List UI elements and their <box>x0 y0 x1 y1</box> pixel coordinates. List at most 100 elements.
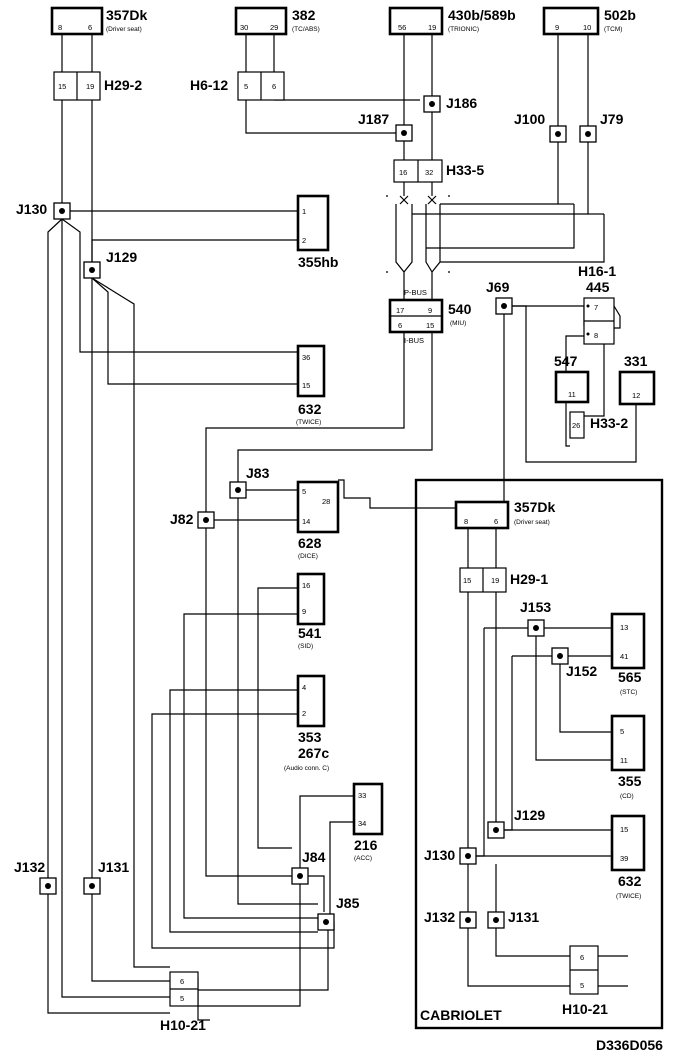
junction-cab-j153: J153 <box>520 599 551 637</box>
component-502b: 9 10 502b (TCM) <box>542 6 636 36</box>
svg-text:(CD): (CD) <box>620 793 634 800</box>
svg-text:15: 15 <box>426 321 434 330</box>
svg-text:H10-21: H10-21 <box>562 1001 608 1017</box>
svg-text:6: 6 <box>180 977 184 986</box>
svg-text:565: 565 <box>618 669 642 685</box>
svg-text:(Audio conn. C): (Audio conn. C) <box>284 765 329 772</box>
cabriolet-frame <box>414 478 664 1030</box>
component-565: 13 41 565 (STC) <box>610 612 646 696</box>
component-445: 7 8 445 <box>583 279 615 345</box>
junction-j69: J69 <box>486 279 513 315</box>
svg-text:J82: J82 <box>170 511 194 527</box>
svg-text:445: 445 <box>586 279 610 295</box>
connector-h33-2: 26 H33-2 <box>569 411 628 439</box>
component-541: 16 9 541 (SID) <box>296 572 326 650</box>
svg-text:H6-12: H6-12 <box>190 77 228 93</box>
svg-text:6: 6 <box>398 321 402 330</box>
svg-text:547: 547 <box>554 353 578 369</box>
junction-j85: J85 <box>317 895 360 931</box>
svg-text:33: 33 <box>358 791 366 800</box>
svg-text:(TC/ABS): (TC/ABS) <box>292 26 320 33</box>
svg-text:6: 6 <box>580 953 584 962</box>
connector-h33-5: 16 32 H33-5 <box>393 159 484 183</box>
svg-text:J153: J153 <box>520 599 551 615</box>
svg-text:632: 632 <box>298 401 322 417</box>
svg-text:632: 632 <box>618 873 642 889</box>
svg-text:2: 2 <box>302 236 306 245</box>
svg-text:355: 355 <box>618 773 642 789</box>
svg-text:J84: J84 <box>302 849 326 865</box>
svg-text:5: 5 <box>580 981 584 990</box>
junction-j130: J130 <box>16 201 71 220</box>
junction-j79: J79 <box>579 111 624 143</box>
svg-text:19: 19 <box>86 82 94 91</box>
svg-text:(TRIONIC): (TRIONIC) <box>448 26 479 33</box>
svg-text:36: 36 <box>302 353 310 362</box>
junction-cab-j131: J131 <box>487 909 539 929</box>
svg-text:6: 6 <box>88 23 92 32</box>
svg-text:9: 9 <box>428 306 432 315</box>
svg-text:32: 32 <box>425 168 433 177</box>
svg-text:5: 5 <box>244 82 248 91</box>
svg-text:J129: J129 <box>106 249 137 265</box>
svg-text:19: 19 <box>491 576 499 585</box>
svg-text:J186: J186 <box>446 95 477 111</box>
svg-text:357Dk: 357Dk <box>106 7 147 23</box>
svg-text:H33-5: H33-5 <box>446 162 484 178</box>
svg-text:H16-1: H16-1 <box>578 263 616 279</box>
svg-text:J69: J69 <box>486 279 510 295</box>
junction-cab-j132: J132 <box>424 909 477 929</box>
svg-text:19: 19 <box>428 23 436 32</box>
svg-text:28: 28 <box>322 497 330 506</box>
junction-j84: J84 <box>291 849 326 885</box>
svg-text:J132: J132 <box>14 859 45 875</box>
component-547: 11 547 <box>554 353 590 404</box>
junction-cab-j152: J152 <box>551 647 597 679</box>
svg-text:26: 26 <box>572 421 580 430</box>
svg-text:10: 10 <box>583 23 591 32</box>
junction-j100: J100 <box>514 111 567 143</box>
svg-text:J132: J132 <box>424 909 455 925</box>
svg-text:502b: 502b <box>604 7 636 23</box>
component-cab-357dk: 8 6 357Dk (Driver seat) <box>454 499 555 530</box>
component-430b-589b: 56 19 430b/589b (TRIONIC) <box>388 6 516 36</box>
junction-cab-j129: J129 <box>487 807 545 839</box>
svg-text:(ACC): (ACC) <box>354 855 372 862</box>
svg-text:P-BUS: P-BUS <box>404 288 427 297</box>
junction-j129: J129 <box>83 249 137 279</box>
component-628: 5 14 28 628 (DICE) <box>296 480 340 560</box>
svg-text:12: 12 <box>632 391 640 400</box>
svg-text:29: 29 <box>270 23 278 32</box>
wires-main <box>47 34 637 1021</box>
svg-text:11: 11 <box>620 756 628 765</box>
component-540: 17 9 6 15 540 (MIU) P-BUS I-BUS <box>388 288 472 345</box>
svg-text:216: 216 <box>354 837 378 853</box>
svg-text:11: 11 <box>568 390 576 399</box>
svg-text:(Driver seat): (Driver seat) <box>514 519 550 526</box>
diagram-id: D336D056 <box>596 1037 663 1053</box>
svg-text:(MIU): (MIU) <box>450 320 466 327</box>
svg-text:1: 1 <box>302 207 306 216</box>
connector-h10-21: 6 5 H10-21 <box>160 971 206 1033</box>
svg-text:(DICE): (DICE) <box>298 553 318 560</box>
svg-text:34: 34 <box>358 819 366 828</box>
svg-text:(SID): (SID) <box>298 643 313 650</box>
svg-text:J131: J131 <box>98 859 129 875</box>
svg-text:357Dk: 357Dk <box>514 499 555 515</box>
connector-h29-2: 15 19 H29-2 <box>53 71 142 101</box>
svg-text:(TWICE): (TWICE) <box>616 893 641 900</box>
svg-text:15: 15 <box>620 825 628 834</box>
svg-text:J152: J152 <box>566 663 597 679</box>
svg-text:5: 5 <box>620 727 624 736</box>
svg-text:39: 39 <box>620 854 628 863</box>
svg-text:56: 56 <box>398 23 406 32</box>
junction-j186: J186 <box>423 95 477 113</box>
svg-text:541: 541 <box>298 625 322 641</box>
svg-text:5: 5 <box>302 487 306 496</box>
svg-text:8: 8 <box>594 331 598 340</box>
connector-h6-12: 5 6 H6-12 <box>190 71 285 101</box>
svg-text:17: 17 <box>396 306 404 315</box>
svg-text:5: 5 <box>180 994 184 1003</box>
svg-text:8: 8 <box>464 517 468 526</box>
